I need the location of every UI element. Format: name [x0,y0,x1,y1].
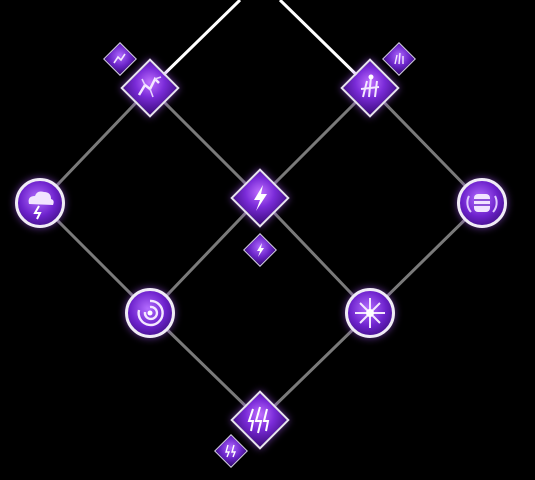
tree-link [368,86,484,205]
skill-node-spiral-charge[interactable] [125,288,175,338]
skill-node-electro-nova[interactable] [345,288,395,338]
skill-node-tempest-core[interactable] [230,390,290,450]
skill-node-thunder-cloud[interactable] [15,178,65,228]
tree-link [258,86,372,200]
tree-link [258,196,372,315]
modifier-tempest-core[interactable] [214,434,248,468]
skill-node-storm-rift[interactable] [120,58,180,118]
skill-node-shard-burst[interactable] [340,58,400,118]
modifier-static-strike[interactable] [243,233,277,267]
active-link-group [148,0,372,90]
modifier-storm-rift[interactable] [103,42,137,76]
tree-link [38,86,152,205]
skill-node-static-strike[interactable] [230,168,290,228]
tree-link [148,311,262,422]
modifier-shard-burst[interactable] [382,42,416,76]
skill-node-clenched-power[interactable] [457,178,507,228]
tree-link [148,86,262,200]
tree-link [148,196,262,315]
tree-link [368,201,484,315]
